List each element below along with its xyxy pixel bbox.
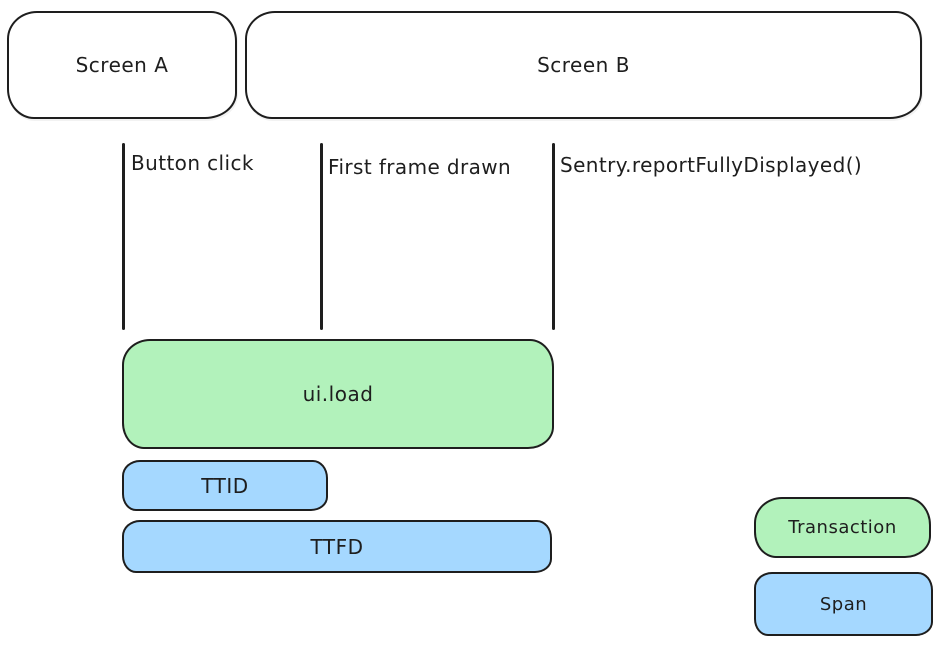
legend-span-box: Span [754, 572, 933, 636]
span-bar-ttid: TTID [122, 460, 328, 511]
span-bar-ttfd-label: TTFD [310, 534, 364, 559]
milestone-label-button-click: Button click [131, 151, 254, 175]
milestone-line-report-fully-displayed [552, 143, 555, 330]
transaction-bar-label: ui.load [302, 382, 374, 406]
span-bar-ttfd: TTFD [122, 520, 552, 573]
legend-span-label: Span [819, 593, 868, 615]
milestone-line-button-click [122, 143, 125, 330]
milestone-label-first-frame-drawn: First frame drawn [328, 155, 512, 179]
screen-b-box: Screen B [245, 11, 922, 119]
milestone-label-report-fully-displayed: Sentry.reportFullyDisplayed() [560, 153, 863, 177]
milestone-line-first-frame-drawn [320, 143, 323, 330]
transaction-bar-ui-load: ui.load [122, 335, 554, 449]
screen-b-label: Screen B [537, 53, 630, 77]
screen-a-box: Screen A [7, 11, 237, 119]
screen-a-label: Screen A [75, 53, 169, 77]
legend-transaction-label: Transaction [788, 517, 897, 538]
legend-transaction-box: Transaction [754, 497, 931, 558]
span-bar-ttid-label: TTID [201, 473, 249, 498]
